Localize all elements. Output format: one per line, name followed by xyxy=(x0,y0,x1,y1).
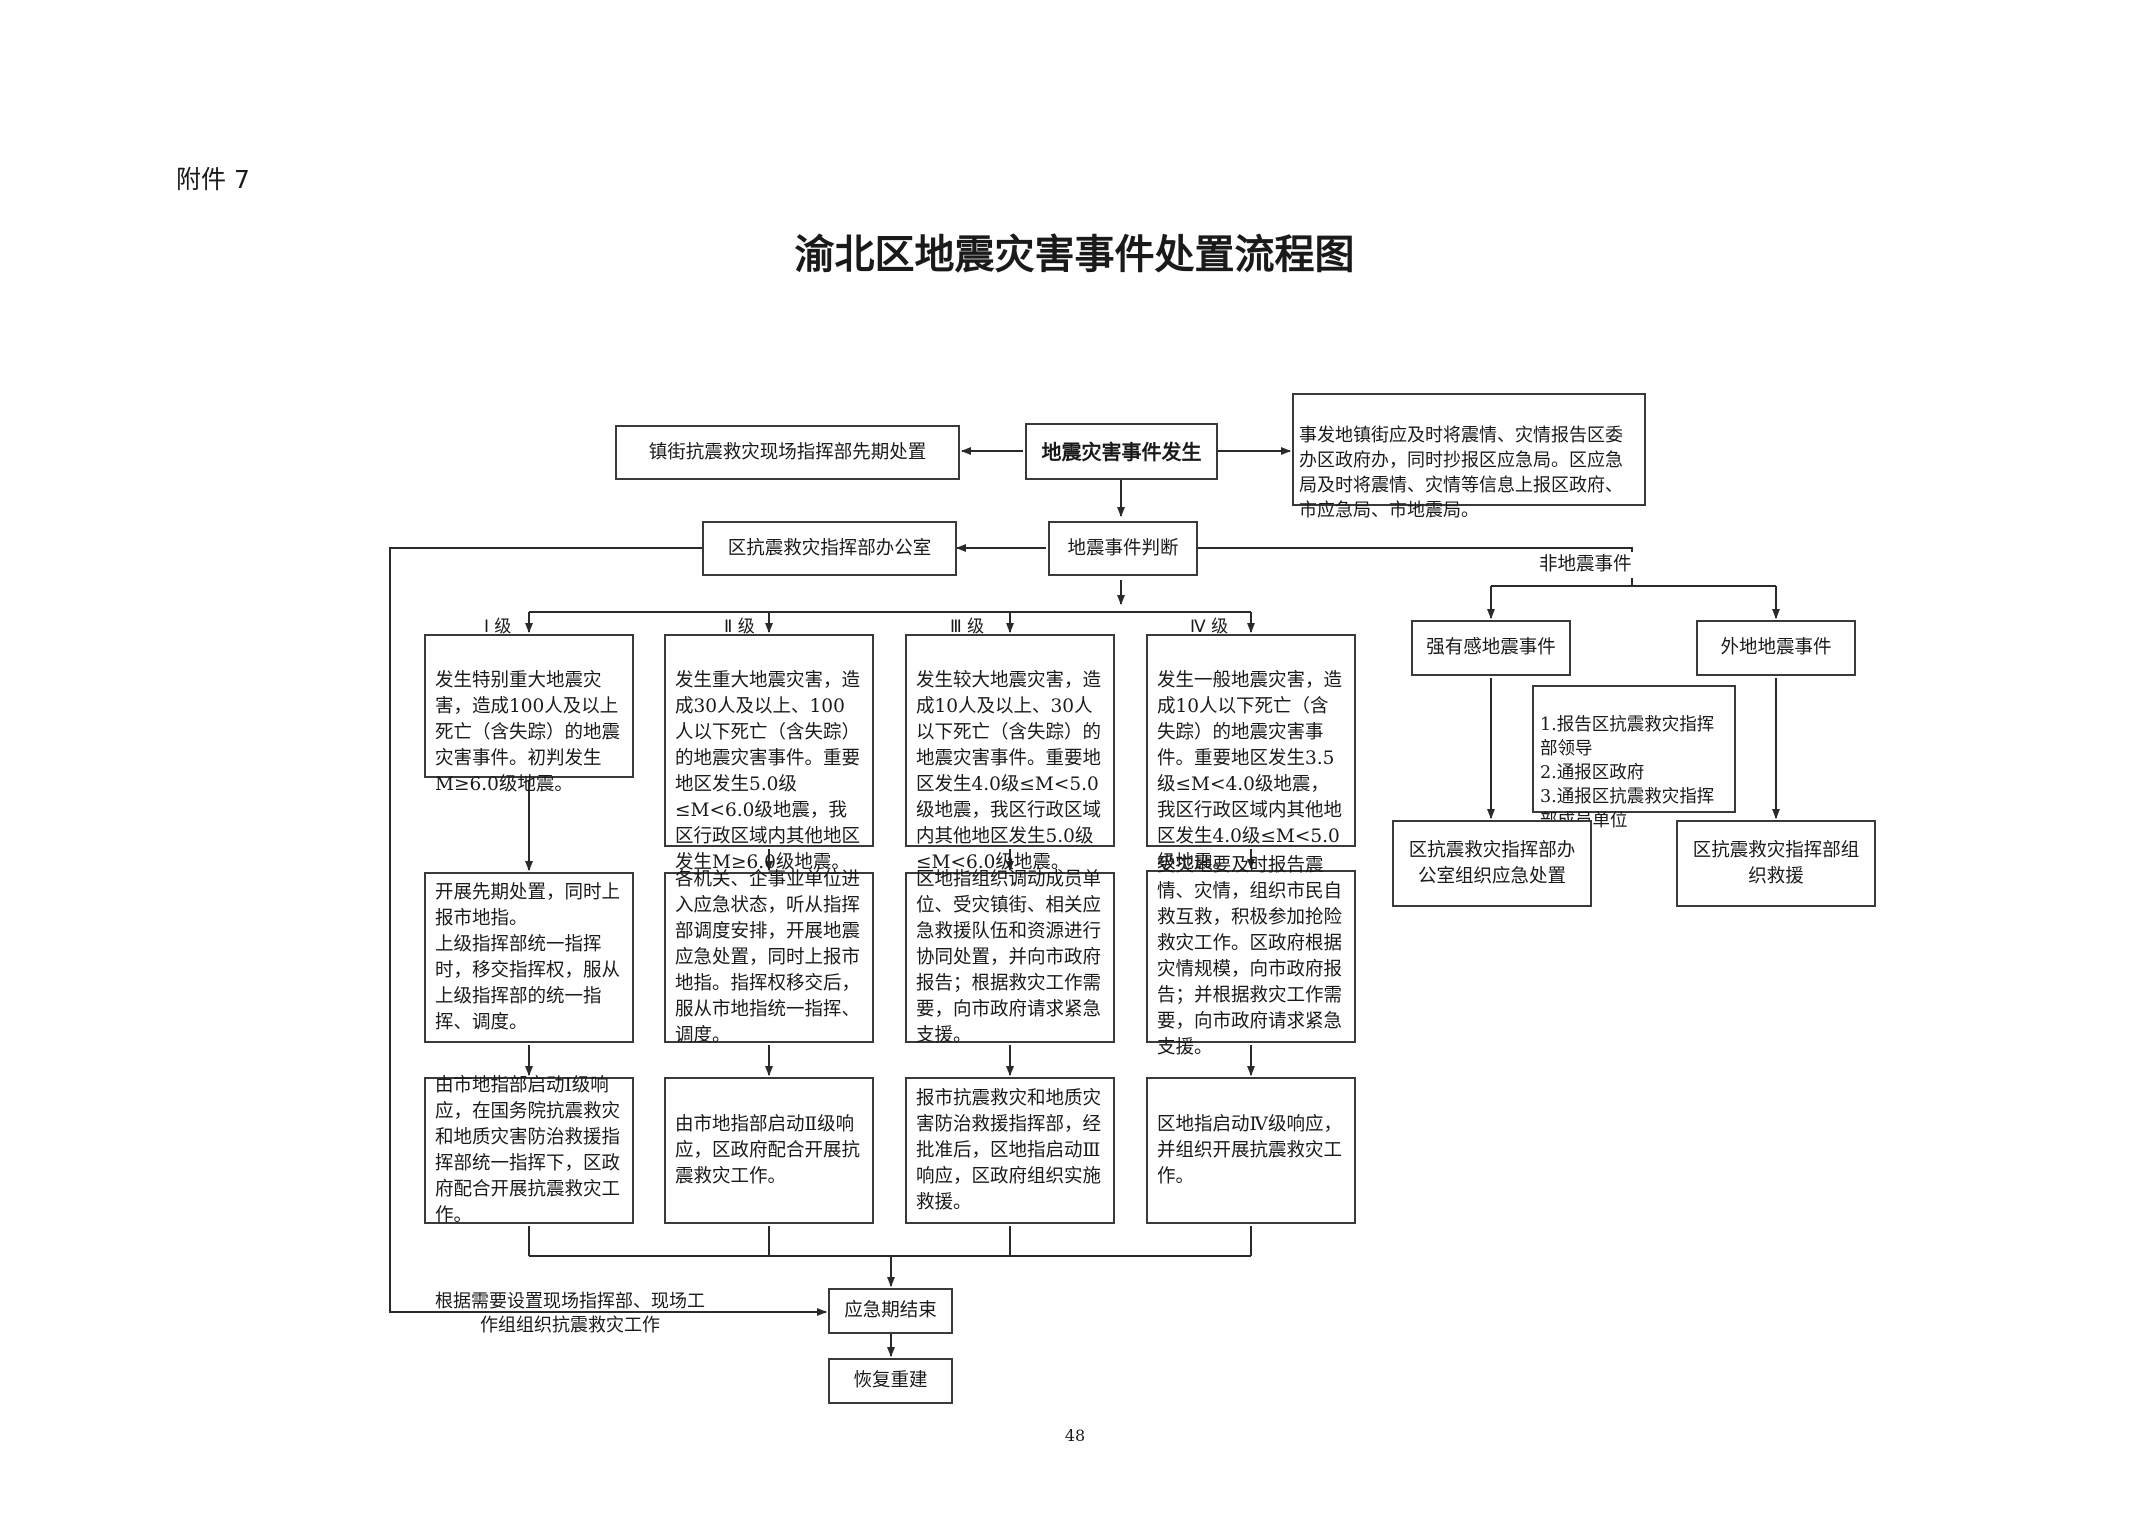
level-2-response-text: 由市地指部启动Ⅱ级响应，区政府配合开展抗震救灾工作。 xyxy=(675,1113,861,1187)
level-4-criteria-box: 发生一般地震灾害，造成10人以下死亡（含失踪）的地震灾害事件。重要地区发生3.5… xyxy=(1146,634,1356,873)
town-disposal-box: 镇街抗震救灾现场指挥部先期处置 xyxy=(615,425,960,480)
level-3-action-text: 区地指组织调动成员单位、受灾镇街、相关应急救援队伍和资源进行协同处置，并向市政府… xyxy=(916,868,1102,1046)
level-1-criteria-box: 发生特别重大地震灾害，造成100人及以上死亡（含失踪）的地震灾害事件。初判发生M… xyxy=(424,634,634,795)
level-3-criteria-text: 发生较大地震灾害，造成10人及以上、30人以下死亡（含失踪）的地震灾害事件。重要… xyxy=(916,670,1102,873)
event-text: 地震灾害事件发生 xyxy=(1041,439,1202,464)
hq-rescue-text: 区抗震救灾指挥部组织救援 xyxy=(1692,839,1860,887)
non-quake-label: 非地震事件 xyxy=(1536,552,1635,578)
level-1-action-text: 开展先期处置，同时上报市地指。 上级指挥部统一指挥时，移交指挥权，服从上级指挥部… xyxy=(435,881,621,1033)
rebuild-box: 恢复重建 xyxy=(828,1358,953,1404)
level-label-3: Ⅲ 级 xyxy=(950,617,985,637)
level-4-response-box: 区地指启动Ⅳ级响应，并组织开展抗震救灾工作。 xyxy=(1146,1077,1356,1224)
site-note: 根据需要设置现场指挥部、现场工作组组织抗震救灾工作 xyxy=(430,1290,710,1338)
attachment-label: 附件 7 xyxy=(176,165,250,194)
level-3-criteria-box: 发生较大地震灾害，造成10人及以上、30人以下死亡（含失踪）的地震灾害事件。重要… xyxy=(905,634,1115,873)
level-2-criteria-box: 发生重大地震灾害，造成30人及以上、100人以下死亡（含失踪）的地震灾害事件。重… xyxy=(664,634,874,873)
judge-box: 地震事件判断 xyxy=(1048,521,1198,576)
level-1-response-box: 由市地指部启动Ⅰ级响应，在国务院抗震救灾和地质灾害防治救援指挥部统一指挥下，区政… xyxy=(424,1075,634,1226)
level-3-response-text: 报市抗震救灾和地质灾害防治救援指挥部，经批准后，区地指启动Ⅲ响应，区政府组织实施… xyxy=(916,1087,1102,1213)
page-title: 渝北区地震灾害事件处置流程图 xyxy=(794,231,1355,278)
level-4-action-text: 受灾地要及时报告震情、灾情，组织市民自救互救，积极参加抢险救灾工作。区政府根据灾… xyxy=(1157,854,1343,1058)
level-label-1: Ⅰ 级 xyxy=(484,617,512,637)
rebuild-text: 恢复重建 xyxy=(853,1370,928,1391)
office-box: 区抗震救灾指挥部办公室 xyxy=(702,521,957,576)
end-box: 应急期结束 xyxy=(828,1288,953,1334)
report-list-box: 1.报告区抗震救灾指挥部领导 2.通报区政府 3.通报区抗震救灾指挥部成员单位 xyxy=(1532,685,1736,831)
level-1-criteria-text: 发生特别重大地震灾害，造成100人及以上死亡（含失踪）的地震灾害事件。初判发生M… xyxy=(435,670,621,795)
level-4-response-text: 区地指启动Ⅳ级响应，并组织开展抗震救灾工作。 xyxy=(1157,1113,1343,1187)
event-box: 地震灾害事件发生 xyxy=(1025,423,1218,480)
level-2-response-box: 由市地指部启动Ⅱ级响应，区政府配合开展抗震救灾工作。 xyxy=(664,1077,874,1224)
level-label-2: Ⅱ 级 xyxy=(724,617,755,637)
town-disposal-text: 镇街抗震救灾现场指挥部先期处置 xyxy=(648,441,927,463)
report-info-text: 事发地镇街应及时将震情、灾情报告区委办区政府办，同时抄报区应急局。区应急局及时将… xyxy=(1299,425,1623,521)
level-3-action-box: 区地指组织调动成员单位、受灾镇街、相关应急救援队伍和资源进行协同处置，并向市政府… xyxy=(905,869,1115,1046)
end-text: 应急期结束 xyxy=(844,1300,937,1321)
level-2-action-text: 各机关、企事业单位进入应急状态，听从指挥部调度安排，开展地震应急处置，同时上报市… xyxy=(675,868,861,1046)
strong-felt-text: 强有感地震事件 xyxy=(1426,637,1556,658)
outside-quake-box: 外地地震事件 xyxy=(1696,620,1856,676)
level-4-action-box: 受灾地要及时报告震情、灾情，组织市民自救互救，积极参加抢险救灾工作。区政府根据灾… xyxy=(1146,855,1356,1058)
level-1-response-text: 由市地指部启动Ⅰ级响应，在国务院抗震救灾和地质灾害防治救援指挥部统一指挥下，区政… xyxy=(435,1074,621,1226)
level-label-4: Ⅳ 级 xyxy=(1190,617,1229,637)
level-2-criteria-text: 发生重大地震灾害，造成30人及以上、100人以下死亡（含失踪）的地震灾害事件。重… xyxy=(675,670,861,873)
level-4-criteria-text: 发生一般地震灾害，造成10人以下死亡（含失踪）的地震灾害事件。重要地区发生3.5… xyxy=(1157,670,1343,873)
strong-felt-box: 强有感地震事件 xyxy=(1411,620,1571,676)
office-handle-text: 区抗震救灾指挥部办公室组织应急处置 xyxy=(1408,839,1576,887)
outside-quake-text: 外地地震事件 xyxy=(1720,637,1832,658)
level-3-response-box: 报市抗震救灾和地质灾害防治救援指挥部，经批准后，区地指启动Ⅲ响应，区政府组织实施… xyxy=(905,1077,1115,1224)
report-info-box: 事发地镇街应及时将震情、灾情报告区委办区政府办，同时抄报区应急局。区应急局及时将… xyxy=(1292,393,1646,521)
office-handle-box: 区抗震救灾指挥部办公室组织应急处置 xyxy=(1392,820,1592,907)
site-note-text: 根据需要设置现场指挥部、现场工作组组织抗震救灾工作 xyxy=(435,1291,705,1336)
office-text: 区抗震救灾指挥部办公室 xyxy=(727,537,932,559)
level-1-action-box: 开展先期处置，同时上报市地指。 上级指挥部统一指挥时，移交指挥权，服从上级指挥部… xyxy=(424,872,634,1043)
page-number: 48 xyxy=(1064,1426,1086,1445)
hq-rescue-box: 区抗震救灾指挥部组织救援 xyxy=(1676,820,1876,907)
judge-text: 地震事件判断 xyxy=(1067,537,1179,559)
level-2-action-box: 各机关、企事业单位进入应急状态，听从指挥部调度安排，开展地震应急处置，同时上报市… xyxy=(664,869,874,1046)
